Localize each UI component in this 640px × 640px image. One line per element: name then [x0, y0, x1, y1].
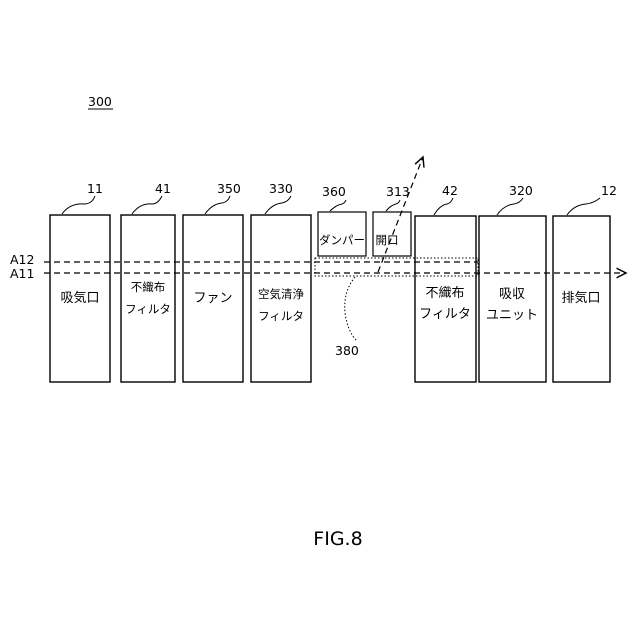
label-air-purifying-line2: フィルタ	[258, 309, 304, 323]
ref-380: 380	[335, 343, 359, 358]
leader-313	[386, 200, 400, 211]
label-absorption-line1: 吸収	[499, 287, 525, 302]
label-outlet: 排気口	[561, 290, 600, 306]
label-nonwoven-41-line1: 不織布	[131, 280, 166, 294]
system-ref: 300	[88, 94, 112, 109]
label-absorption-line2: ユニット	[486, 308, 538, 323]
leader-360	[330, 200, 346, 211]
figure-label: FIG.8	[313, 528, 362, 550]
leader-11	[62, 196, 95, 214]
ref-42: 42	[442, 183, 458, 198]
ref-360: 360	[322, 184, 346, 199]
leader-42	[434, 198, 453, 215]
ref-330: 330	[269, 181, 293, 196]
label-damper: ダンパー	[319, 233, 365, 247]
ref-11: 11	[87, 181, 103, 196]
ref-350: 350	[217, 181, 241, 196]
label-inlet: 吸気口	[60, 290, 99, 306]
airflow-label-a12: A12	[10, 252, 34, 267]
leader-380	[345, 277, 356, 340]
ref-320: 320	[509, 183, 533, 198]
ref-12: 12	[601, 183, 617, 198]
leader-41	[132, 196, 162, 214]
label-nonwoven-41-line2: フィルタ	[125, 302, 171, 316]
label-nonwoven-42-line1: 不織布	[425, 286, 464, 301]
leader-320	[497, 198, 523, 215]
label-opening: 開口	[376, 233, 399, 247]
leader-12	[567, 198, 600, 215]
label-fan: ファン	[193, 291, 232, 306]
label-air-purifying-line1: 空気清浄	[258, 287, 304, 301]
nonwoven-filter-41-box	[121, 215, 175, 382]
airflow-label-a11: A11	[10, 266, 34, 281]
label-nonwoven-42-line2: フィルタ	[419, 307, 471, 322]
leader-330	[265, 196, 291, 214]
leader-350	[205, 196, 230, 214]
ref-313: 313	[386, 184, 410, 199]
ref-41: 41	[155, 181, 171, 196]
